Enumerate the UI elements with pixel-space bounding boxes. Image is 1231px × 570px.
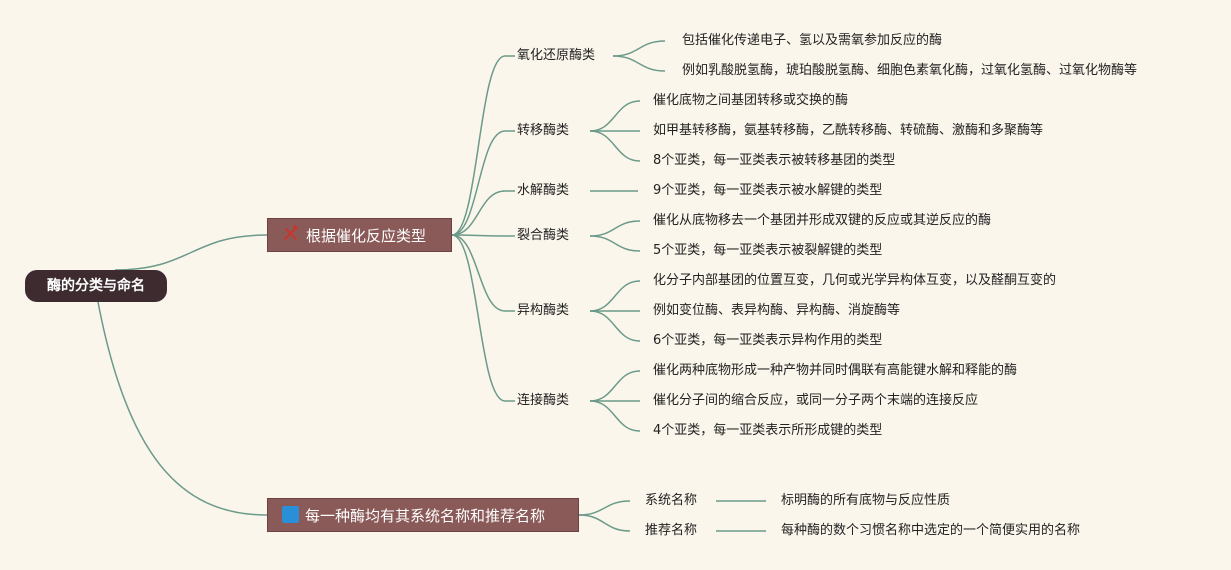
branch-reaction-type[interactable]: 根据催化反应类型 [267, 218, 452, 252]
connector-curve [589, 235, 641, 252]
connector-curve [97, 301, 268, 516]
connector-curve [589, 310, 641, 342]
branch-label: 每一种酶均有其系统名称和推荐名称 [305, 507, 546, 525]
connector-curve [114, 234, 268, 271]
connector-curve [612, 40, 666, 57]
category-isomerase[interactable]: 异构酶类 [517, 303, 570, 318]
note-text[interactable]: 4个亚类，每一亚类表示所形成键的类型 [653, 423, 883, 438]
connector-curve [451, 234, 506, 402]
note-text[interactable]: 例如变位酶、表异构酶、异构酶、消旋酶等 [653, 303, 901, 318]
root-node[interactable]: 酶的分类与命名 [25, 270, 167, 302]
connector-curve [589, 100, 641, 132]
connector-curve [578, 500, 631, 516]
note-text[interactable]: 9个亚类，每一亚类表示被水解键的类型 [653, 183, 883, 198]
note-text[interactable]: 包括催化传递电子、氢以及需氧参加反应的酶 [682, 33, 943, 48]
connector-curve [589, 220, 641, 237]
category-recommended-name[interactable]: 推荐名称 [645, 523, 698, 538]
category-lyase[interactable]: 裂合酶类 [517, 228, 570, 243]
category-oxidoreductase[interactable]: 氧化还原酶类 [517, 48, 596, 63]
note-text[interactable]: 6个亚类，每一亚类表示异构作用的类型 [653, 333, 883, 348]
connector-curve [589, 400, 641, 432]
note-text[interactable]: 催化底物之间基团转移或交换的酶 [653, 93, 849, 108]
note-text[interactable]: 5个亚类，每一亚类表示被裂解键的类型 [653, 243, 883, 258]
category-system-name[interactable]: 系统名称 [645, 493, 698, 508]
connector-curve [451, 234, 506, 237]
branch-naming[interactable]: 每一种酶均有其系统名称和推荐名称 [267, 498, 579, 532]
note-text[interactable]: 每种酶的数个习惯名称中选定的一个简便实用的名称 [781, 523, 1081, 538]
connector-curve [451, 130, 506, 236]
note-text[interactable]: 8个亚类，每一亚类表示被转移基团的类型 [653, 153, 896, 168]
note-text[interactable]: 标明酶的所有底物与反应性质 [781, 493, 951, 508]
connector-curve [451, 190, 506, 236]
connector-curve [589, 130, 641, 162]
note-text[interactable]: 例如乳酸脱氢酶，琥珀酸脱氢酶、细胞色素氧化酶，过氧化氢酶、过氧化物酶等 [682, 63, 1138, 78]
connector-curve [589, 370, 641, 402]
blue-square-icon [282, 506, 299, 523]
connector-curve [612, 55, 666, 72]
branch-label: 根据催化反应类型 [306, 227, 427, 245]
connector-curve [578, 514, 631, 532]
connector-curve [589, 280, 641, 312]
category-transferase[interactable]: 转移酶类 [517, 123, 570, 138]
category-ligase[interactable]: 连接酶类 [517, 393, 570, 408]
category-hydrolase[interactable]: 水解酶类 [517, 183, 570, 198]
connector-curve [451, 55, 506, 236]
note-text[interactable]: 如甲基转移酶，氨基转移酶，乙酰转移酶、转硫酶、激酶和多聚酶等 [653, 123, 1044, 138]
note-text[interactable]: 催化从底物移去一个基团并形成双键的反应或其逆反应的酶 [653, 213, 992, 228]
note-text[interactable]: 催化分子间的缩合反应，或同一分子两个末端的连接反应 [653, 393, 979, 408]
tools-icon [282, 220, 300, 254]
connector-curve [451, 234, 506, 312]
note-text[interactable]: 催化两种底物形成一种产物并同时偶联有高能键水解和释能的酶 [653, 363, 1018, 378]
note-text[interactable]: 化分子内部基团的位置互变，几何或光学异构体互变，以及醛酮互变的 [653, 273, 1057, 288]
